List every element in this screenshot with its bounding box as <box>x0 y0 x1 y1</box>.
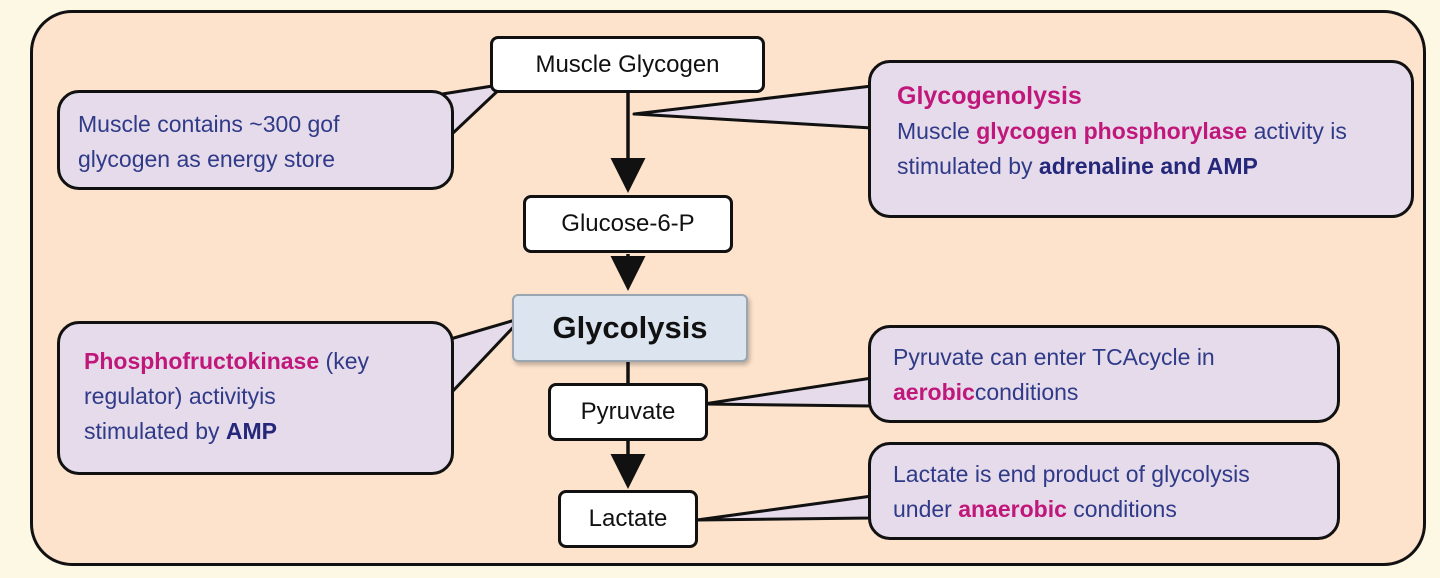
lactate-end-line1: Lactate is end product of glycolysis <box>893 461 1250 487</box>
adrenaline-amp-term: adrenaline and AMP <box>1038 153 1258 179</box>
lactate-box: Lactate <box>558 490 698 548</box>
pyruvate-label: Pyruvate <box>580 398 676 425</box>
glycogenolysis-title: Glycogenolysis <box>897 82 1082 110</box>
callout-pyruvate-tca: Pyruvate can enter TCAcycle in aerobicco… <box>868 325 1340 423</box>
pfk-line3: stimulated by AMP <box>84 418 278 444</box>
callout-glycogenolysis: Glycogenolysis Muscle glycogen phosphory… <box>868 60 1414 218</box>
glucose-6-p-box: Glucose-6-P <box>523 195 733 253</box>
muscle-glycogen-label: Muscle Glycogen <box>535 50 720 78</box>
tail-pyruvate-tca <box>702 376 874 408</box>
muscle-glycogen-box: Muscle Glycogen <box>490 36 765 93</box>
tail-lactate-end <box>695 494 874 522</box>
amp-term: AMP <box>225 418 278 444</box>
aerobic-term: aerobic <box>893 379 975 405</box>
glycogenolysis-line2: stimulated by adrenaline and AMP <box>897 153 1258 179</box>
lactate-end-line2: under anaerobic conditions <box>893 496 1177 522</box>
glucose-6-p-label: Glucose-6-P <box>561 210 695 237</box>
callout-glycogen-store-line2: glycogen as energy store <box>78 146 335 172</box>
lactate-label: Lactate <box>588 505 668 532</box>
callout-lactate-end: Lactate is end product of glycolysis und… <box>868 442 1340 540</box>
pyruvate-box: Pyruvate <box>548 383 708 441</box>
callout-glycogen-store-line1: Muscle contains ~300 gof <box>78 111 340 137</box>
glycolysis-box: Glycolysis <box>512 294 748 362</box>
pfk-line1: Phosphofructokinase (key <box>84 348 369 374</box>
phosphofructokinase-term: Phosphofructokinase <box>84 348 320 374</box>
anaerobic-term: anaerobic <box>958 496 1067 522</box>
callout-glycogen-store: Muscle contains ~300 gof glycogen as ene… <box>57 90 454 190</box>
pyruvate-tca-line2: aerobicconditions <box>893 379 1079 405</box>
pyruvate-tca-line1: Pyruvate can enter TCAcycle in <box>893 344 1215 370</box>
pfk-line2: regulator) activityis <box>84 383 276 409</box>
glycogenolysis-line1: Muscle glycogen phosphorylase activity i… <box>897 118 1347 144</box>
glycogen-phosphorylase-term: glycogen phosphorylase <box>976 118 1248 144</box>
glycolysis-label: Glycolysis <box>552 310 708 345</box>
callout-pfk: Phosphofructokinase (key regulator) acti… <box>57 321 454 475</box>
